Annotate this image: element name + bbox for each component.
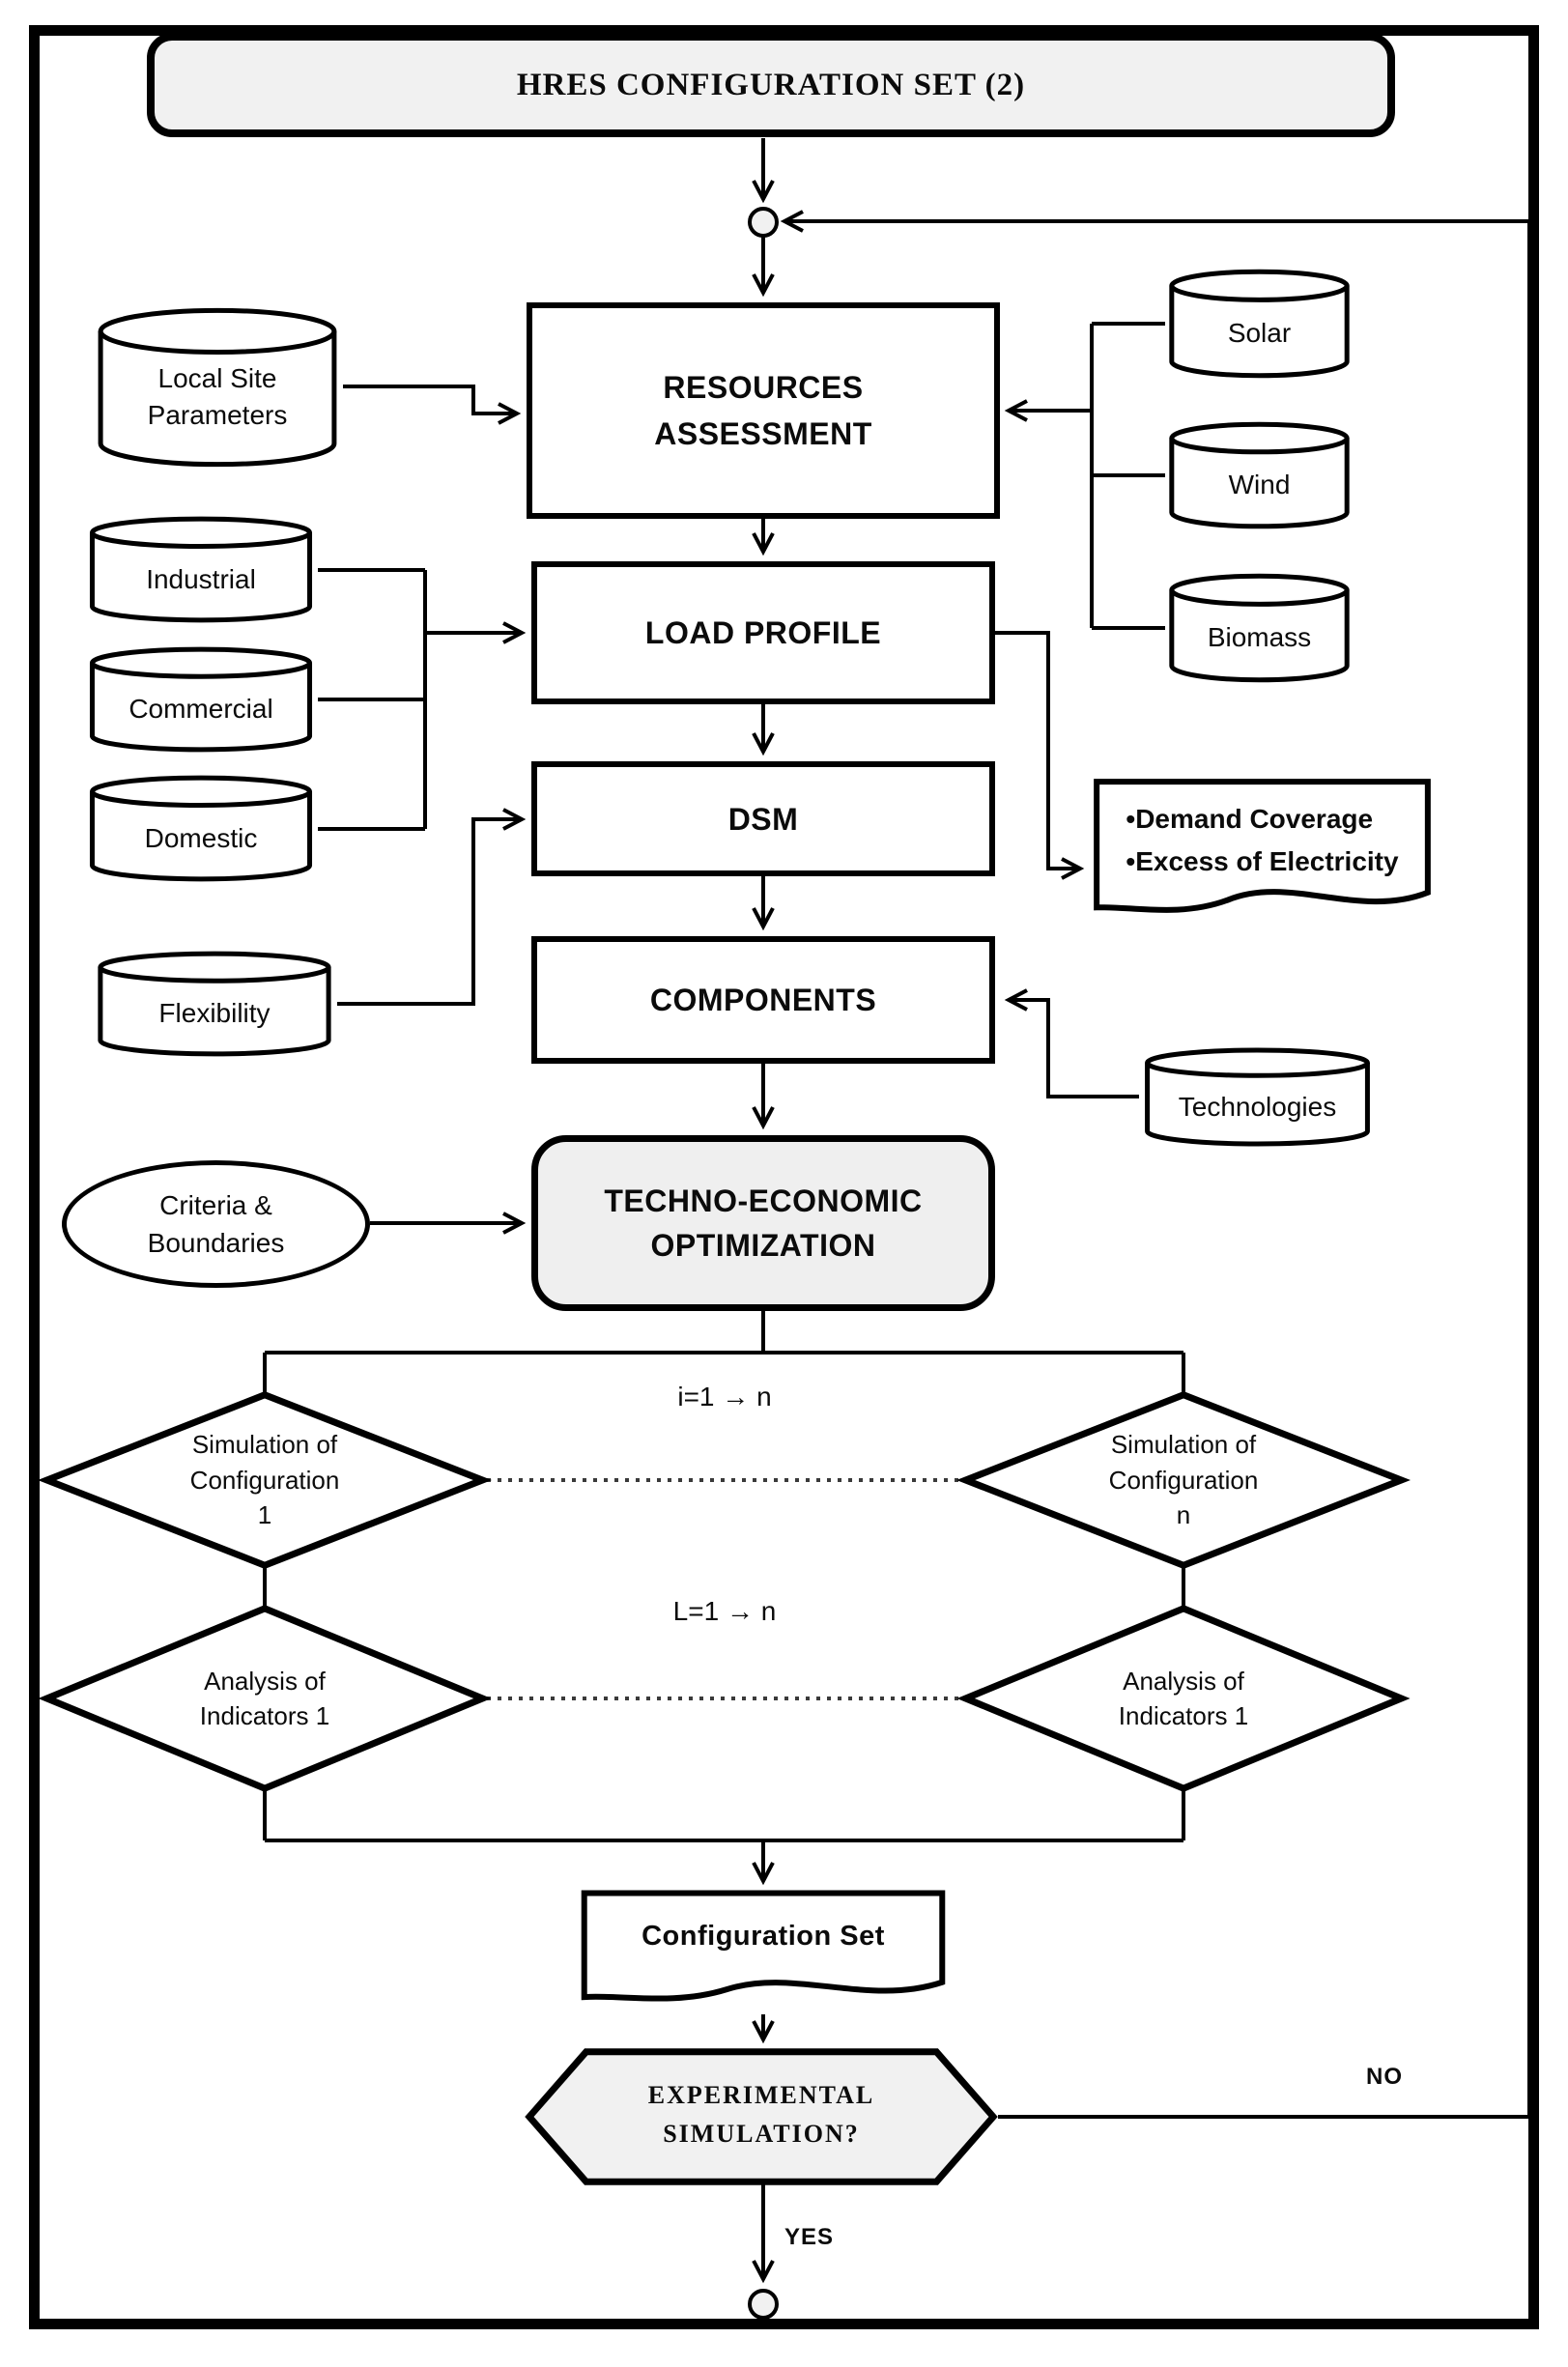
edge-hexagon-no-feedback — [780, 210, 1531, 2119]
edge-label-iteration-i: i=1 → n — [677, 1382, 772, 1412]
edge-technologies-to-components — [1004, 988, 1139, 1098]
edge-label-no: NO — [1366, 2064, 1403, 2090]
datastore-label: Local Site Parameters — [147, 363, 288, 430]
cylinder-shape — [84, 517, 318, 622]
edge-label-yes: YES — [784, 2224, 835, 2250]
datastore-commercial: Commercial — [84, 647, 318, 752]
datastore-solar: Solar — [1165, 270, 1354, 378]
cylinder-shape — [1165, 574, 1354, 682]
decision-analysis-indicators-n: Analysis of Indicators 1 — [961, 1607, 1406, 1790]
datastore-technologies: Technologies — [1139, 1048, 1376, 1146]
diagram-border — [29, 25, 1539, 2329]
edge-optimization-branch — [263, 1311, 1185, 1393]
edge-resources-collector — [1090, 322, 1165, 630]
datastore-label: Commercial — [128, 694, 273, 725]
document-shape — [577, 1891, 950, 2014]
datastore-label: Industrial — [146, 563, 256, 594]
datastore-industrial: Industrial — [84, 517, 318, 622]
datastore-local-site-parameters: Local Site Parameters — [92, 307, 343, 468]
process-techno-economic-optimization: TECHNO-ECONOMIC OPTIMIZATION — [531, 1135, 995, 1311]
process-label: TECHNO-ECONOMIC OPTIMIZATION — [604, 1183, 923, 1263]
datastore-label: Biomass — [1207, 622, 1312, 653]
cylinder-shape — [1139, 1048, 1376, 1146]
cylinder-shape — [92, 307, 343, 468]
document-configuration-set: Configuration Set — [577, 1891, 950, 2014]
edge-localsite-to-resources — [343, 385, 522, 425]
decision-simulation-configuration-n: Simulation of Configuration n — [961, 1393, 1406, 1567]
decision-label: Simulation of Configuration 1 — [189, 1430, 340, 1530]
process-label: RESOURCES ASSESSMENT — [654, 370, 872, 451]
datastore-domestic: Domestic — [84, 776, 318, 881]
decision-label: Analysis of Indicators 1 — [199, 1666, 330, 1730]
cylinder-shape — [92, 952, 337, 1056]
datastore-label: Flexibility — [158, 998, 271, 1029]
ellipse-label: Criteria & Boundaries — [147, 1189, 285, 1258]
decision-label: Analysis of Indicators 1 — [1118, 1666, 1249, 1730]
cylinder-shape — [84, 776, 318, 881]
process-dsm: DSM — [531, 761, 995, 876]
cylinder-shape — [84, 647, 318, 752]
edge-loads-collector — [318, 568, 427, 831]
terminator-hres-configuration-set: HRES CONFIGURATION SET (2) — [147, 33, 1395, 137]
decision-analysis-indicators-1: Analysis of Indicators 1 — [43, 1607, 487, 1790]
hexagon-shape — [525, 2049, 998, 2184]
edge-flexibility-to-dsm — [337, 808, 527, 1006]
diamond-shape — [43, 1607, 487, 1790]
edge-label-iteration-l: L=1 → n — [672, 1596, 777, 1626]
edge-merge — [263, 1790, 1185, 1842]
diamond-shape — [43, 1393, 487, 1567]
decision-simulation-configuration-1: Simulation of Configuration 1 — [43, 1393, 487, 1567]
process-components: COMPONENTS — [531, 936, 995, 1064]
cylinder-shape — [1165, 422, 1354, 528]
diamond-shape — [961, 1393, 1406, 1567]
datastore-label: Solar — [1227, 318, 1292, 349]
hexagon-experimental-simulation: EXPERIMENTAL SIMULATION? — [525, 2049, 998, 2184]
process-label: LOAD PROFILE — [644, 615, 882, 650]
edge-loadprofile-to-outputs — [995, 631, 1085, 880]
end-circle — [748, 2289, 779, 2320]
decision-label: Simulation of Configuration n — [1108, 1430, 1259, 1530]
process-label: COMPONENTS — [649, 983, 877, 1017]
datastore-flexibility: Flexibility — [92, 952, 337, 1056]
document-demand-coverage-outputs: •Demand Coverage •Excess of Electricity — [1090, 779, 1435, 928]
title-label: HRES CONFIGURATION SET (2) — [516, 67, 1026, 102]
datastore-wind: Wind — [1165, 422, 1354, 528]
document-label: Configuration Set — [641, 1920, 885, 1952]
process-load-profile: LOAD PROFILE — [531, 561, 995, 704]
datastore-label: Domestic — [144, 822, 258, 853]
cylinder-shape — [1165, 270, 1354, 378]
process-resources-assessment: RESOURCES ASSESSMENT — [527, 302, 1000, 519]
junction-circle — [748, 207, 779, 238]
ellipse-criteria-boundaries: Criteria & Boundaries — [62, 1160, 370, 1288]
datastore-biomass: Biomass — [1165, 574, 1354, 682]
process-label: DSM — [727, 801, 799, 837]
datastore-label: Wind — [1228, 470, 1291, 500]
document-shape — [1090, 779, 1435, 928]
hexagon-label: EXPERIMENTAL SIMULATION? — [647, 2080, 875, 2148]
document-label: •Demand Coverage •Excess of Electricity — [1126, 804, 1399, 876]
diamond-shape — [961, 1607, 1406, 1790]
datastore-label: Technologies — [1178, 1091, 1337, 1122]
edge-diamond-links — [263, 1567, 1185, 1607]
